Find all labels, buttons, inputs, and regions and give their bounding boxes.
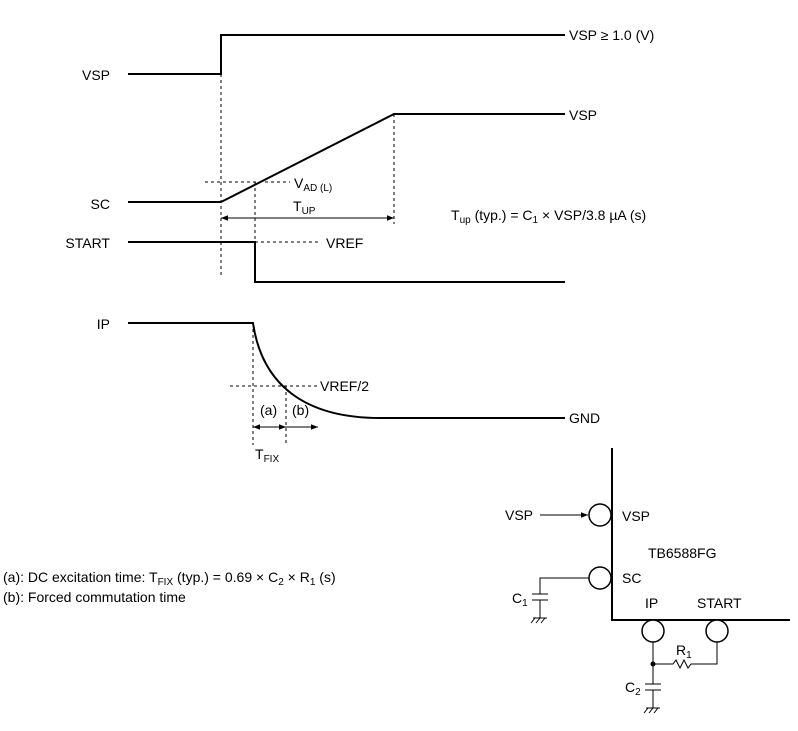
pin-start [705, 619, 729, 643]
pin-start-label: START [697, 595, 742, 611]
c1-ground-icon [530, 600, 547, 624]
pin-vsp [588, 503, 612, 527]
vref-half-label: VREF/2 [320, 378, 369, 394]
ip-waveform [128, 322, 565, 419]
vsp-level-label: VSP ≥ 1.0 (V) [569, 27, 654, 43]
note-a: (a): DC excitation time: TFIX (typ.) = 0… [3, 569, 336, 588]
c1-wire [539, 577, 589, 594]
vsp-input-label: VSP [505, 507, 533, 523]
pin-vsp-label: VSP [622, 508, 650, 524]
signal-label-start: START [65, 235, 110, 251]
r1-resistor [653, 642, 718, 670]
tup-label: TUP [293, 198, 316, 217]
start-waveform [128, 241, 565, 283]
sc-waveform [128, 113, 565, 203]
sc-level-label: VSP [569, 107, 597, 123]
c2-label: C2 [625, 679, 641, 698]
vref-label: VREF [326, 235, 363, 251]
pin-sc-label: SC [622, 570, 641, 586]
pin-sc [588, 566, 612, 590]
vsp-waveform [128, 34, 565, 75]
interval-b-label: (b) [292, 402, 309, 418]
chip-name: TB6588FG [648, 545, 716, 561]
tfix-label: TFIX [255, 446, 279, 465]
vad-label: VAD (L) [294, 175, 332, 194]
pin-ip-label: IP [645, 595, 658, 611]
signal-label-vsp: VSP [82, 67, 110, 83]
c1-label: C1 [512, 590, 528, 609]
gnd-level-label: GND [569, 410, 600, 426]
interval-a-label: (a) [260, 402, 277, 418]
note-b: (b): Forced commutation time [3, 589, 186, 605]
c2-ground-icon [643, 690, 660, 714]
tup-formula: Tup (typ.) = C1 × VSP/3.8 µA (s) [451, 207, 646, 226]
r1-label: R1 [676, 642, 692, 661]
signal-label-ip: IP [97, 316, 110, 332]
signal-label-sc: SC [91, 196, 110, 212]
pin-ip [641, 619, 665, 643]
chip-outline [611, 448, 790, 621]
